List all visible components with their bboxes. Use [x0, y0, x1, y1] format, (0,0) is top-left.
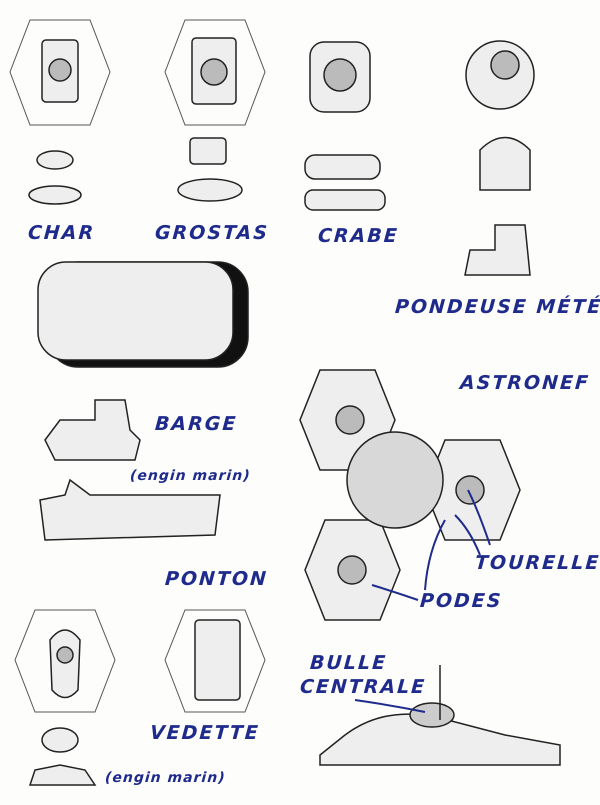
barge-top [37, 261, 234, 361]
label-tourelle: TOURELLE [474, 552, 600, 574]
label-barge-note: (engin marin) [129, 468, 252, 484]
char-front [36, 150, 74, 170]
label-crabe: CRABE [317, 225, 400, 247]
bulle-dome [409, 702, 455, 728]
label-pondeuse-meteo: PONDEUSE MÉTÉO [394, 296, 600, 318]
label-ponton: PONTON [164, 568, 269, 590]
arrow-tourelle-2 [454, 514, 481, 556]
crabe-front [304, 154, 381, 180]
hex-char [9, 19, 111, 126]
vedette-side [28, 764, 97, 786]
arrow-tourelle-1 [467, 489, 491, 546]
astronef-turret-top [335, 405, 365, 435]
arrow-podes-1 [371, 584, 419, 601]
arrow-podes-2 [424, 519, 446, 591]
callout-arrows [354, 489, 491, 713]
astronef-central-dome [346, 431, 444, 529]
label-vedette: VEDETTE [149, 722, 261, 744]
ponton-side [39, 478, 221, 541]
ponton-top [194, 619, 241, 701]
label-grostas: GROSTAS [154, 222, 270, 244]
label-char: CHAR [27, 222, 96, 244]
label-bulle-line1: BULLE [309, 652, 388, 674]
astronef-turret-bottom [337, 555, 367, 585]
grostas-turret [200, 58, 228, 86]
arrow-bulle [354, 699, 426, 713]
label-astronef: ASTRONEF [459, 372, 591, 394]
pondeuse-side [464, 224, 531, 276]
crabe-core [323, 58, 357, 92]
char-side [28, 185, 82, 205]
vedette-front [41, 727, 79, 753]
pondeuse-core [490, 50, 520, 80]
label-vedette-note: (engin marin) [104, 770, 227, 786]
hex-ponton-top [164, 609, 266, 713]
hex-vedette [14, 609, 116, 713]
label-barge: BARGE [154, 413, 239, 435]
label-bulle-line2: CENTRALE [299, 676, 427, 698]
pondeuse-front [479, 136, 531, 191]
hex-grostas [164, 19, 266, 126]
grostas-front [189, 137, 227, 165]
crabe-side [304, 189, 386, 211]
bulle-vehicle [319, 713, 561, 766]
barge-side [44, 399, 141, 461]
label-podes: PODES [419, 590, 504, 612]
vedette-turret [56, 646, 74, 664]
grostas-side [177, 178, 243, 202]
char-turret [48, 58, 72, 82]
astronef-turret-right [455, 475, 485, 505]
